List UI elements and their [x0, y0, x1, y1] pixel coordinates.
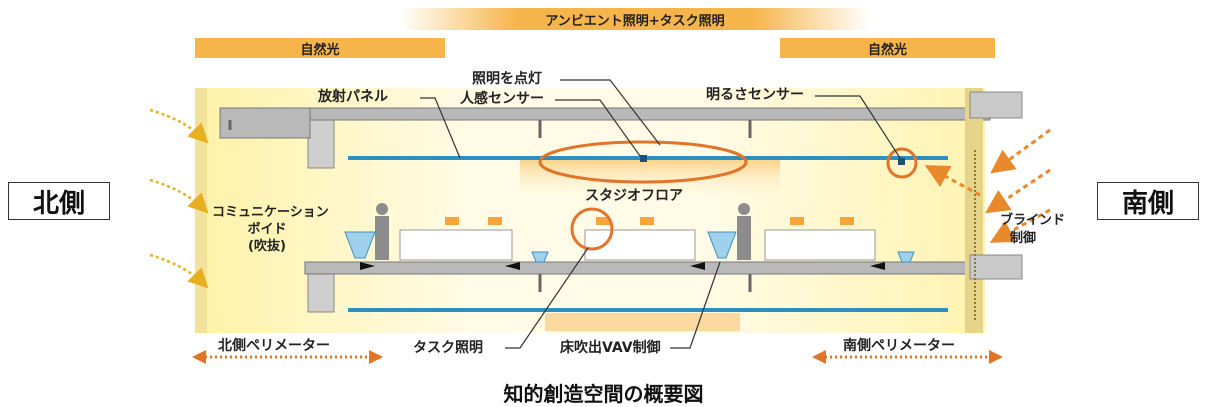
radiant-panel-label: 放射パネル [318, 89, 388, 105]
lighting-zone-highlight [538, 140, 748, 184]
natural-light-right-label: 自然光 [867, 42, 907, 58]
south-eave-lower [969, 254, 1023, 280]
task-light-highlight [570, 207, 614, 251]
brightness-sensor-marker [898, 158, 905, 165]
south-perimeter-arrow [812, 350, 1003, 364]
north-light-arrows [149, 108, 209, 289]
upper-slab-edge [219, 107, 311, 139]
brightness-sensor-highlight [886, 147, 918, 179]
natural-light-left-label: 自然光 [300, 42, 340, 58]
natural-light-bar-right [780, 38, 995, 58]
blind-label-line2: 制御 [1010, 231, 1037, 246]
leader-lines [420, 79, 901, 349]
comm-void-line2: ボイド [247, 222, 287, 237]
lower-slab [304, 261, 996, 275]
blind-label-line1: ブラインド [1000, 213, 1066, 228]
vav-glow [545, 313, 740, 331]
duct-arrows [360, 262, 885, 270]
south-perimeter-label: 南側ペリメーター [843, 338, 955, 354]
motion-sensor-label: 人感センサー [460, 91, 544, 107]
south-side-label: 南側 [1097, 182, 1199, 220]
studio-floor-label: スタジオフロア [585, 188, 683, 204]
task-lighting-label: タスク照明 [413, 340, 483, 356]
lighting-on-label: 照明を点灯 [472, 71, 542, 87]
ambient-task-lighting-banner: アンビエント照明+タスク照明 [400, 8, 870, 30]
brightness-sensor-label: 明るさセンサー [706, 87, 804, 103]
comm-void-line3: (吹抜) [248, 239, 286, 254]
north-perimeter-arrow [192, 350, 383, 364]
person-icons [375, 203, 751, 260]
floor-vav-label: 床吹出VAV制御 [560, 340, 661, 356]
diagram-title: 知的創造空間の概要図 [503, 382, 704, 406]
north-perimeter-label: 北側ペリメーター [218, 338, 330, 354]
ambient-glow [520, 160, 780, 200]
north-column-upper [307, 117, 335, 169]
south-eave-upper [969, 91, 1023, 119]
north-wall [195, 88, 207, 333]
comm-void-line1: コミュニケーション [212, 205, 329, 220]
task-lamps [445, 217, 854, 225]
north-column-lower [307, 271, 335, 313]
motion-sensor-marker [640, 155, 647, 162]
floor-vav-units [344, 231, 915, 263]
south-light-arrows [924, 128, 1051, 243]
workstations [399, 229, 876, 261]
natural-light-bar-left [195, 38, 445, 58]
north-side-label: 北側 [8, 182, 110, 220]
